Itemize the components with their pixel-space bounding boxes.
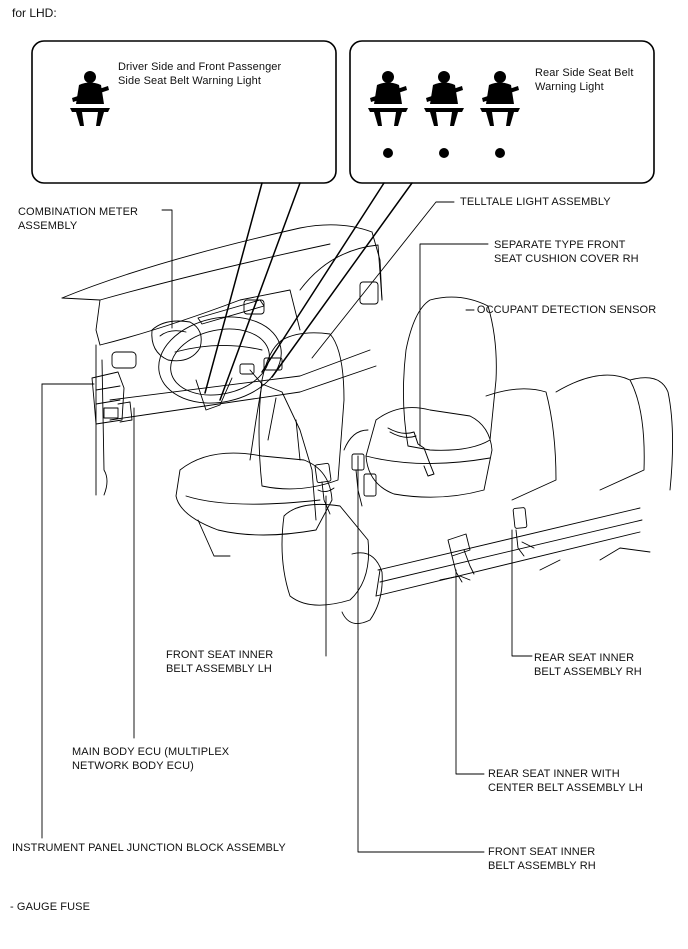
front-inner-rh-label-1: FRONT SEAT INNER — [488, 846, 596, 858]
seatbelt-warning-icon — [70, 71, 110, 126]
rear-light-label-1: Rear Side Seat Belt — [535, 67, 634, 79]
seatbelt-warning-icon — [424, 71, 464, 126]
combination-meter-label-1: COMBINATION METER — [18, 206, 139, 218]
lower-front-seat-area — [281, 503, 383, 625]
rear-bench-seat — [375, 374, 674, 597]
seat-indicator-dots — [383, 148, 505, 158]
gauge-fuse-label: - GAUGE FUSE — [10, 901, 91, 913]
front-lh-buckle — [314, 462, 335, 515]
rear-inner-rh-label-2: BELT ASSEMBLY RH — [534, 666, 642, 678]
seatbelt-warning-icon — [480, 71, 520, 126]
front-inner-rh-label-2: BELT ASSEMBLY RH — [488, 860, 596, 872]
occupant-sensor-label: - OCCUPANT DETECTION SENSOR — [470, 304, 657, 316]
occupant-sensor-wire — [387, 427, 435, 477]
rear-inner-rh-label-1: REAR SEAT INNER — [534, 652, 635, 664]
junction-block — [91, 371, 133, 425]
callout-box-rear — [261, 40, 655, 378]
front-right-seat — [343, 296, 497, 498]
seat-cushion-cover-label-2: SEAT CUSHION COVER RH — [494, 253, 639, 265]
callout-box-driver-front — [31, 40, 337, 401]
front-left-seat — [175, 332, 345, 557]
rear-inner-center-label-1: REAR SEAT INNER WITH — [488, 768, 620, 780]
driver-front-light-label-2: Side Seat Belt Warning Light — [118, 75, 262, 87]
rear-inner-center-label-2: CENTER BELT ASSEMBLY LH — [488, 782, 643, 794]
main-body-ecu-label-2: NETWORK BODY ECU) — [72, 760, 194, 772]
dashboard-outline — [61, 224, 383, 521]
seatbelt-warning-icon — [368, 71, 408, 126]
front-inner-lh-label-1: FRONT SEAT INNER — [166, 649, 274, 661]
diagram-header: for LHD: — [12, 6, 57, 20]
rear-rh-buckle — [512, 507, 535, 557]
front-rh-buckle — [351, 453, 377, 507]
main-body-ecu-label-1: MAIN BODY ECU (MULTIPLEX — [72, 746, 230, 758]
rear-center-buckle — [439, 533, 475, 583]
telltale-light-label: TELLTALE LIGHT ASSEMBLY — [460, 196, 611, 208]
leader-lines — [41, 201, 533, 853]
front-inner-lh-label-2: BELT ASSEMBLY LH — [166, 663, 272, 675]
combination-meter-label-2: ASSEMBLY — [18, 220, 78, 232]
ip-junction-block-label: INSTRUMENT PANEL JUNCTION BLOCK ASSEMBLY — [12, 842, 286, 854]
seat-cushion-cover-label-1: SEPARATE TYPE FRONT — [494, 239, 626, 251]
driver-front-light-label-1: Driver Side and Front Passenger — [118, 61, 282, 73]
rear-light-label-2: Warning Light — [535, 81, 604, 93]
